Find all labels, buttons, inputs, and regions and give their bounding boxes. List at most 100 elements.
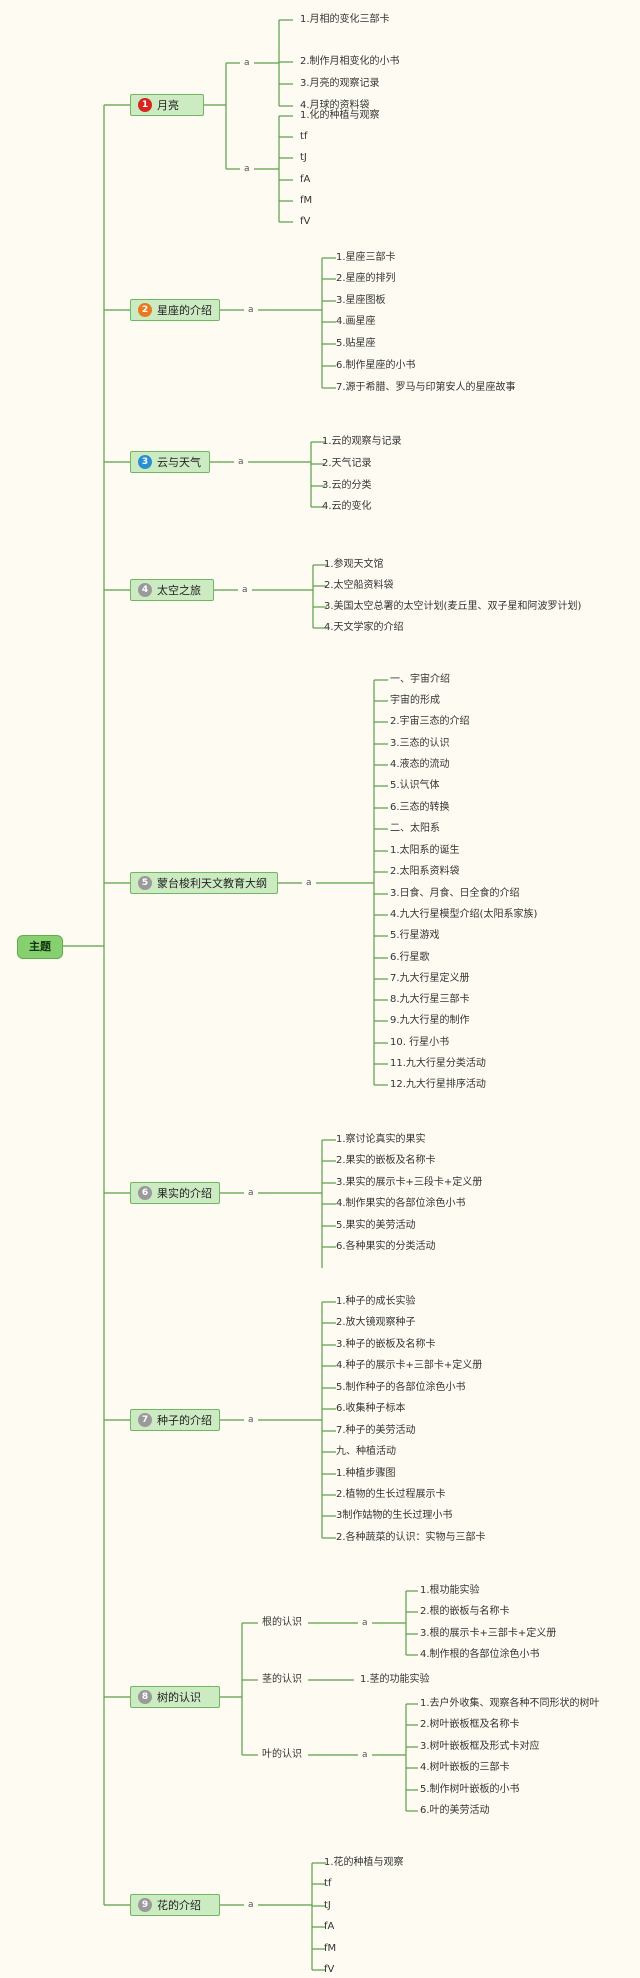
leaf-item[interactable]: 4.月球的资料袋 bbox=[300, 100, 370, 111]
leaf-item[interactable]: 5.贴星座 bbox=[336, 338, 376, 349]
leaf-item[interactable]: 2.树叶嵌板框及名称卡 bbox=[420, 1719, 520, 1730]
sub-topic-label[interactable]: 根的认识 bbox=[262, 1617, 302, 1628]
leaf-item[interactable]: 5.果实的美劳活动 bbox=[336, 1220, 416, 1231]
leaf-item[interactable]: 6.制作星座的小书 bbox=[336, 360, 416, 371]
leaf-item[interactable]: 7.种子的美劳活动 bbox=[336, 1425, 416, 1436]
leaf-item[interactable]: 4.画星座 bbox=[336, 316, 376, 327]
leaf-item[interactable]: 3.三态的认识 bbox=[390, 738, 450, 749]
leaf-item[interactable]: 2.星座的排列 bbox=[336, 273, 396, 284]
leaf-item[interactable]: 5.行星游戏 bbox=[390, 930, 440, 941]
leaf-item[interactable]: 6.收集种子标本 bbox=[336, 1403, 406, 1414]
group-label-a[interactable]: a bbox=[248, 1415, 254, 1425]
leaf-item[interactable]: 2.放大镜观察种子 bbox=[336, 1317, 416, 1328]
leaf-item[interactable]: 1.云的观察与记录 bbox=[322, 436, 402, 447]
group-label-a[interactable]: a bbox=[244, 58, 250, 68]
leaf-item[interactable]: 4.制作根的各部位涂色小书 bbox=[420, 1649, 540, 1660]
group-label-a[interactable]: a bbox=[306, 878, 312, 888]
leaf-item[interactable]: 5.认识气体 bbox=[390, 780, 440, 791]
leaf-item[interactable]: 11.九大行星分类活动 bbox=[390, 1058, 486, 1069]
leaf-item[interactable]: 4.种子的展示卡+三部卡+定义册 bbox=[336, 1360, 483, 1371]
group-label-a[interactable]: a bbox=[248, 1188, 254, 1198]
sub-topic-label[interactable]: 叶的认识 bbox=[262, 1749, 302, 1760]
leaf-item[interactable]: 1.花的种植与观察 bbox=[324, 1857, 404, 1868]
leaf-item[interactable]: 3.月亮的观察记录 bbox=[300, 78, 380, 89]
group-label-a[interactable]: a bbox=[362, 1618, 368, 1628]
group-label-a[interactable]: a bbox=[362, 1750, 368, 1760]
leaf-item[interactable]: 5.制作种子的各部位涂色小书 bbox=[336, 1382, 466, 1393]
group-label-a[interactable]: a bbox=[248, 1900, 254, 1910]
leaf-item[interactable]: 2.太空船资料袋 bbox=[324, 580, 394, 591]
leaf-item[interactable]: 4.天文学家的介绍 bbox=[324, 622, 404, 633]
leaf-item[interactable]: 8.九大行星三部卡 bbox=[390, 994, 470, 1005]
root-topic[interactable]: 主题 bbox=[17, 935, 63, 959]
leaf-item[interactable]: 12.九大行星排序活动 bbox=[390, 1079, 486, 1090]
leaf-item[interactable]: 4.九大行星模型介绍(太阳系家族) bbox=[390, 909, 538, 920]
leaf-item[interactable]: 1.星座三部卡 bbox=[336, 252, 396, 263]
leaf-item[interactable]: 10. 行星小书 bbox=[390, 1037, 450, 1048]
leaf-item[interactable]: 3.种子的嵌板及名称卡 bbox=[336, 1339, 436, 1350]
leaf-item[interactable]: 6.叶的美劳活动 bbox=[420, 1805, 490, 1816]
leaf-item[interactable]: 2.植物的生长过程展示卡 bbox=[336, 1489, 446, 1500]
sub-topic-label[interactable]: 茎的认识 bbox=[262, 1674, 302, 1685]
leaf-item[interactable]: 3.日食、月食、日全食的介绍 bbox=[390, 888, 520, 899]
leaf-item[interactable]: 1.化的种植与观察 bbox=[300, 110, 380, 121]
leaf-item[interactable]: 1.察讨论真实的果实 bbox=[336, 1134, 426, 1145]
leaf-item[interactable]: 4.制作果实的各部位涂色小书 bbox=[336, 1198, 466, 1209]
leaf-item[interactable]: tf bbox=[324, 1878, 332, 1889]
leaf-item[interactable]: 5.制作树叶嵌板的小书 bbox=[420, 1784, 520, 1795]
leaf-item[interactable]: 宇宙的形成 bbox=[390, 695, 440, 706]
leaf-item[interactable]: 1.种子的成长实验 bbox=[336, 1296, 416, 1307]
leaf-item[interactable]: fM bbox=[300, 195, 313, 206]
leaf-item[interactable]: 二、太阳系 bbox=[390, 823, 440, 834]
leaf-item[interactable]: 1.种植步骤图 bbox=[336, 1468, 396, 1479]
leaf-item[interactable]: fM bbox=[324, 1943, 337, 1954]
group-label-a[interactable]: a bbox=[242, 585, 248, 595]
leaf-item[interactable]: tf bbox=[300, 131, 308, 142]
leaf-item[interactable]: 2.各种蔬菜的认识：实物与三部卡 bbox=[336, 1532, 486, 1543]
leaf-item[interactable]: 7.九大行星定义册 bbox=[390, 973, 470, 984]
leaf-item[interactable]: 1.茎的功能实验 bbox=[360, 1674, 430, 1685]
leaf-item[interactable]: tJ bbox=[324, 1900, 331, 1911]
leaf-item[interactable]: 3.星座图板 bbox=[336, 295, 386, 306]
leaf-item[interactable]: 1.太阳系的诞生 bbox=[390, 845, 460, 856]
leaf-item[interactable]: 3.树叶嵌板框及形式卡对应 bbox=[420, 1741, 540, 1752]
leaf-item[interactable]: fV bbox=[300, 216, 311, 227]
group-label-a[interactable]: a bbox=[244, 164, 250, 174]
leaf-item[interactable]: 一、宇宙介绍 bbox=[390, 674, 450, 685]
leaf-item[interactable]: 7.源于希腊、罗马与印第安人的星座故事 bbox=[336, 382, 516, 393]
leaf-item[interactable]: 2.果实的嵌板及名称卡 bbox=[336, 1155, 436, 1166]
leaf-item[interactable]: 2.宇宙三态的介绍 bbox=[390, 716, 470, 727]
leaf-item[interactable]: 3.根的展示卡+三部卡+定义册 bbox=[420, 1628, 557, 1639]
leaf-item[interactable]: 2.制作月相变化的小书 bbox=[300, 56, 400, 67]
leaf-item[interactable]: 6.行星歌 bbox=[390, 952, 430, 963]
leaf-item[interactable]: 4.云的变化 bbox=[322, 501, 372, 512]
leaf-item[interactable]: 6.各种果实的分类活动 bbox=[336, 1241, 436, 1252]
leaf-item[interactable]: 1.去户外收集、观察各种不同形状的树叶 bbox=[420, 1698, 600, 1709]
leaf-item[interactable]: 3.云的分类 bbox=[322, 480, 372, 491]
leaf-item[interactable]: 1.根功能实验 bbox=[420, 1585, 480, 1596]
leaf-item[interactable]: fA bbox=[300, 174, 311, 185]
leaf-item[interactable]: 6.三态的转换 bbox=[390, 802, 450, 813]
leaf-item[interactable]: 2.根的嵌板与名称卡 bbox=[420, 1606, 510, 1617]
leaf-item[interactable]: 1.参观天文馆 bbox=[324, 559, 384, 570]
leaf-item[interactable]: 2.太阳系资料袋 bbox=[390, 866, 460, 877]
leaf-item[interactable]: fV bbox=[324, 1964, 335, 1975]
group-label-a[interactable]: a bbox=[238, 457, 244, 467]
leaf-item[interactable]: 1.月相的变化三部卡 bbox=[300, 14, 390, 25]
leaf-item[interactable]: 4.树叶嵌板的三部卡 bbox=[420, 1762, 510, 1773]
leaf-item[interactable]: 4.液态的流动 bbox=[390, 759, 450, 770]
leaf-item[interactable]: tJ bbox=[300, 152, 307, 163]
leaf-item[interactable]: 3.美国太空总署的太空计划(麦丘里、双子星和阿波罗计划) bbox=[324, 601, 582, 612]
leaf-item[interactable]: fA bbox=[324, 1921, 335, 1932]
leaf-item[interactable]: 3.果实的展示卡+三段卡+定义册 bbox=[336, 1177, 483, 1188]
group-label-a[interactable]: a bbox=[248, 305, 254, 315]
leaf-item[interactable]: 9.九大行星的制作 bbox=[390, 1015, 470, 1026]
